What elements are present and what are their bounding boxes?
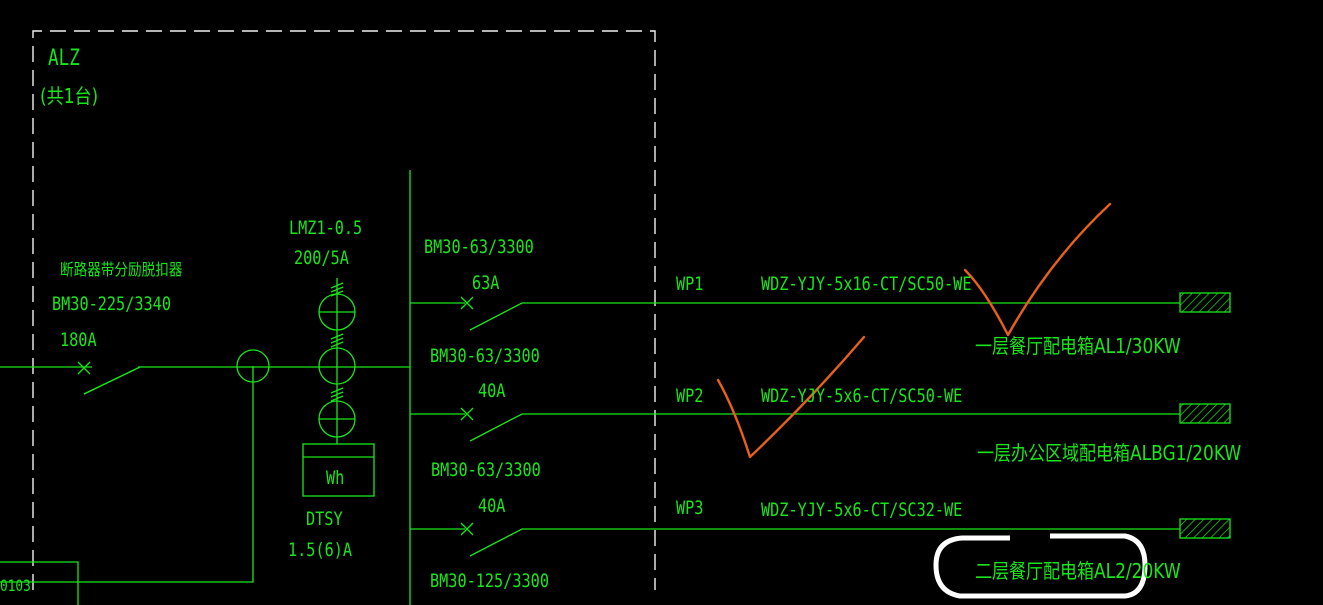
panel-outline (32, 30, 656, 590)
ct-ratio: 200/5A (294, 247, 349, 269)
circuit-wp1-lines (410, 296, 1180, 331)
meter-rating: 1.5(6)A (288, 539, 353, 561)
circuit-1-cable: WDZ-YJY-5x16-CT/SC50-WE (761, 273, 972, 295)
main-breaker-rating: 180A (60, 329, 97, 351)
left-box (0, 561, 79, 605)
shunt-trip-wire (0, 366, 254, 583)
meter-symbol: Wh (326, 467, 345, 489)
circuit-2-cable: WDZ-YJY-5x6-CT/SC50-WE (761, 385, 963, 407)
load-hatch-wp1 (1179, 292, 1231, 313)
panel-name: ALZ (48, 46, 80, 71)
ct-model: LMZ1-0.5 (289, 217, 363, 239)
circuit-1-breaker-model: BM30-63/3300 (424, 236, 534, 258)
circuit-2-breaker-model: BM30-63/3300 (430, 345, 540, 367)
load-hatch-wp2 (1179, 403, 1231, 424)
meter-box (302, 443, 375, 497)
next-breaker-model: BM30-125/3300 (430, 570, 549, 592)
circuit-3-breaker-rating: 40A (478, 495, 506, 517)
highlight-oval (933, 533, 1148, 599)
circuit-1-id: WP1 (676, 273, 704, 295)
circuit-3-destination: 二层餐厅配电箱AL2/20KW (975, 559, 1181, 583)
main-breaker-description: 断路器带分励脱扣器 (60, 260, 183, 279)
circuit-2-breaker-rating: 40A (478, 380, 506, 402)
circuit-wp3-lines (410, 522, 1180, 557)
left-box-label: 0103 (0, 576, 31, 595)
load-hatch-wp3 (1179, 518, 1231, 539)
circuit-2-destination: 一层办公区域配电箱ALBG1/20KW (977, 441, 1242, 465)
current-transformer-stack (318, 278, 356, 444)
meter-model: DTSY (306, 508, 343, 530)
check-mark-wp2 (716, 335, 866, 459)
circuit-1-destination: 一层餐厅配电箱AL1/30KW (975, 334, 1181, 358)
circuit-wp2-lines (410, 407, 1180, 442)
circuit-3-cable: WDZ-YJY-5x6-CT/SC32-WE (761, 499, 963, 521)
check-mark-wp1 (963, 202, 1112, 337)
main-breaker-model: BM30-225/3340 (52, 293, 171, 315)
panel-quantity: (共1台) (40, 84, 99, 108)
circuit-3-breaker-model: BM30-63/3300 (431, 459, 541, 481)
circuit-2-id: WP2 (676, 385, 704, 407)
circuit-1-breaker-rating: 63A (472, 272, 500, 294)
circuit-3-id: WP3 (676, 497, 704, 519)
